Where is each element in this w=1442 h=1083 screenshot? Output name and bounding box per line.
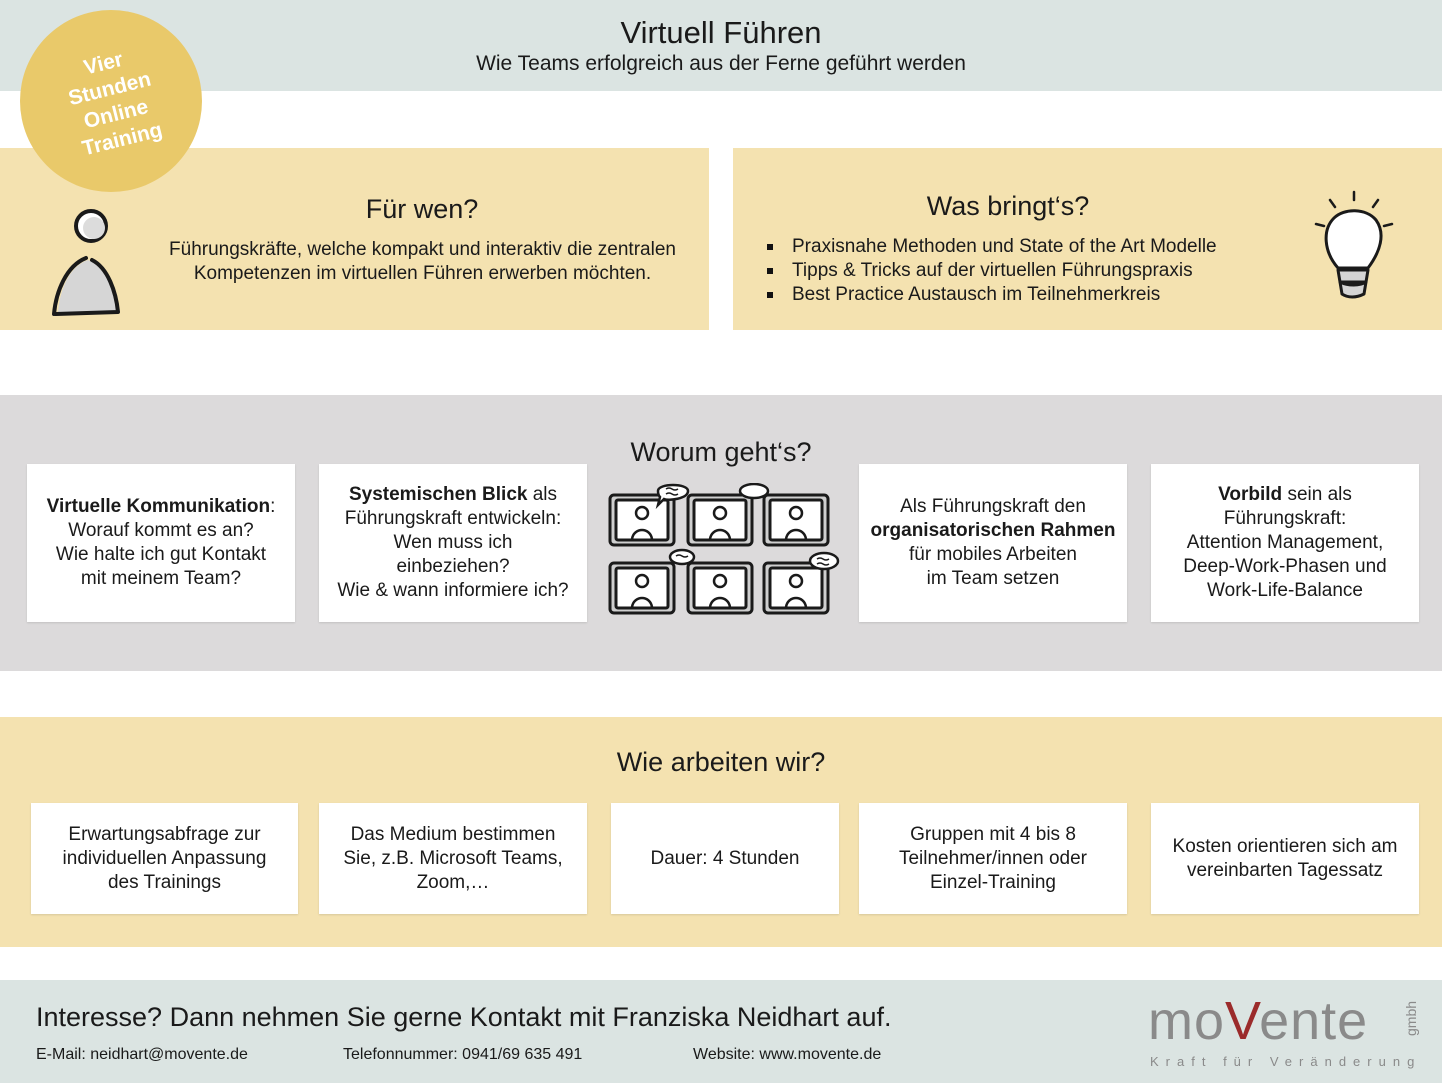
- method-card-costs: Kosten orientieren sich am vereinbarten …: [1151, 803, 1419, 914]
- topic-card-text: :: [270, 496, 276, 517]
- benefit-item: Best Practice Austausch im Teilnehmerkre…: [765, 283, 1217, 307]
- header-band: Virtuell Führen Wie Teams erfolgreich au…: [0, 0, 1442, 91]
- footer-band: Interesse? Dann nehmen Sie gerne Kontakt…: [0, 980, 1442, 1083]
- benefits-panel: Was bringt‘s? Praxisnahe Methoden und St…: [733, 148, 1442, 330]
- logo-wordmark: moVente: [1148, 992, 1368, 1050]
- training-badge: Vier Stunden Online Training: [20, 10, 202, 192]
- topic-card-communication: Virtuelle Kommunikation: Worauf kommt es…: [27, 464, 295, 622]
- method-card-line: Einzel-Training: [929, 871, 1056, 893]
- logo-part: mo: [1148, 991, 1226, 1051]
- phone-contact[interactable]: Telefonnummer: 0941/69 635 491: [343, 1046, 583, 1063]
- website-link[interactable]: Website: www.movente.de: [693, 1046, 882, 1063]
- topic-card-framework: Als Führungskraft den organisatorischen …: [859, 464, 1127, 622]
- topic-card-bold: Virtuelle Kommunikation: [46, 496, 271, 517]
- method-card-line: Erwartungsabfrage zur: [68, 823, 261, 845]
- topic-card-text: als: [527, 484, 558, 505]
- method-card-expectations: Erwartungsabfrage zur individuellen Anpa…: [31, 803, 298, 914]
- topic-card-line: Wie & wann informiere ich?: [337, 580, 569, 601]
- topic-card-role-model: Vorbild sein als Führungskraft: Attentio…: [1151, 464, 1419, 622]
- logo-tagline: Kraft für Veränderung: [1150, 1054, 1422, 1069]
- topics-heading: Worum geht‘s?: [630, 437, 812, 467]
- topic-card-line: Als Führungskraft den: [900, 496, 1086, 517]
- method-card-line: Zoom,…: [416, 871, 490, 893]
- method-card-line: Teilnehmer/innen oder: [898, 847, 1087, 869]
- topic-card-line: Attention Management,: [1186, 532, 1384, 553]
- method-card-medium: Das Medium bestimmen Sie, z.B. Microsoft…: [319, 803, 587, 914]
- method-card-line: Dauer: 4 Stunden: [650, 847, 800, 869]
- method-card-line: Gruppen mit 4 bis 8: [910, 823, 1076, 845]
- topic-card-line: einbeziehen?: [396, 556, 510, 577]
- audience-line: Kompetenzen im virtuellen Führen erwerbe…: [193, 263, 652, 284]
- topic-card-line: Führungskraft:: [1223, 508, 1347, 529]
- page-title: Virtuell Führen: [620, 15, 822, 50]
- audience-line: Führungskräfte, welche kompakt und inter…: [169, 239, 676, 260]
- topics-band: Worum geht‘s? Virtuelle Kommunikation: W…: [0, 395, 1442, 671]
- topic-card-line: für mobiles Arbeiten: [909, 544, 1077, 565]
- email-contact[interactable]: E-Mail: neidhart@movente.de: [36, 1046, 248, 1063]
- video-conference-icon: [608, 483, 840, 615]
- topic-card-line: Work-Life-Balance: [1207, 580, 1363, 601]
- topic-card-bold: organisatorischen Rahmen: [870, 520, 1116, 541]
- method-card-line: Das Medium bestimmen: [350, 823, 556, 845]
- topic-card-line: im Team setzen: [926, 568, 1060, 589]
- topic-card-line: Führungskraft entwickeln:: [344, 508, 562, 529]
- method-card-line: Sie, z.B. Microsoft Teams,: [343, 847, 563, 869]
- method-card-line: des Trainings: [107, 871, 221, 893]
- topic-card-systemic: Systemischen Blick als Führungskraft ent…: [319, 464, 587, 622]
- logo-accent-v: V: [1225, 991, 1260, 1051]
- topic-card-line: Worauf kommt es an?: [68, 520, 254, 541]
- benefit-item: Praxisnahe Methoden und State of the Art…: [765, 235, 1217, 259]
- method-band: Wie arbeiten wir? Erwartungsabfrage zur …: [0, 717, 1442, 947]
- topic-card-line: Wie halte ich gut Kontakt: [55, 544, 267, 565]
- audience-description: Führungskräfte, welche kompakt und inter…: [140, 238, 705, 286]
- topic-card-bold: Systemischen Blick: [348, 484, 528, 505]
- benefits-list: Praxisnahe Methoden und State of the Art…: [765, 235, 1217, 307]
- benefit-item: Tipps & Tricks auf der virtuellen Führun…: [765, 259, 1217, 283]
- audience-panel: Für wen? Führungskräfte, welche kompakt …: [0, 148, 709, 330]
- contact-call-to-action: Interesse? Dann nehmen Sie gerne Kontakt…: [36, 1002, 892, 1032]
- person-icon: [52, 209, 120, 316]
- method-card-line: individuellen Anpassung: [62, 847, 267, 869]
- topic-card-bold: Vorbild: [1218, 484, 1283, 505]
- topic-card-line: Wen muss ich: [393, 532, 513, 553]
- method-card-duration: Dauer: 4 Stunden: [611, 803, 839, 914]
- logo-gmbh: gmbh: [1403, 1000, 1419, 1036]
- lightbulb-icon: [1314, 190, 1394, 299]
- topic-card-text: sein als: [1282, 484, 1352, 505]
- logo-part: ente: [1259, 991, 1369, 1051]
- badge-text: Vier Stunden Online Training: [28, 33, 199, 170]
- method-card-groups: Gruppen mit 4 bis 8 Teilnehmer/innen ode…: [859, 803, 1127, 914]
- page-subtitle: Wie Teams erfolgreich aus der Ferne gefü…: [476, 52, 966, 75]
- audience-heading: Für wen?: [365, 194, 479, 224]
- benefits-heading: Was bringt‘s?: [926, 191, 1090, 221]
- method-card-line: Kosten orientieren sich am: [1172, 835, 1398, 857]
- topic-card-line: mit meinem Team?: [80, 568, 242, 589]
- movente-logo: moVente gmbh Kraft für Veränderung: [1148, 992, 1428, 1072]
- method-heading: Wie arbeiten wir?: [616, 747, 826, 777]
- topic-card-line: Deep-Work-Phasen und: [1183, 556, 1387, 577]
- screen-tile: [608, 493, 830, 615]
- method-card-line: vereinbarten Tagessatz: [1186, 859, 1384, 881]
